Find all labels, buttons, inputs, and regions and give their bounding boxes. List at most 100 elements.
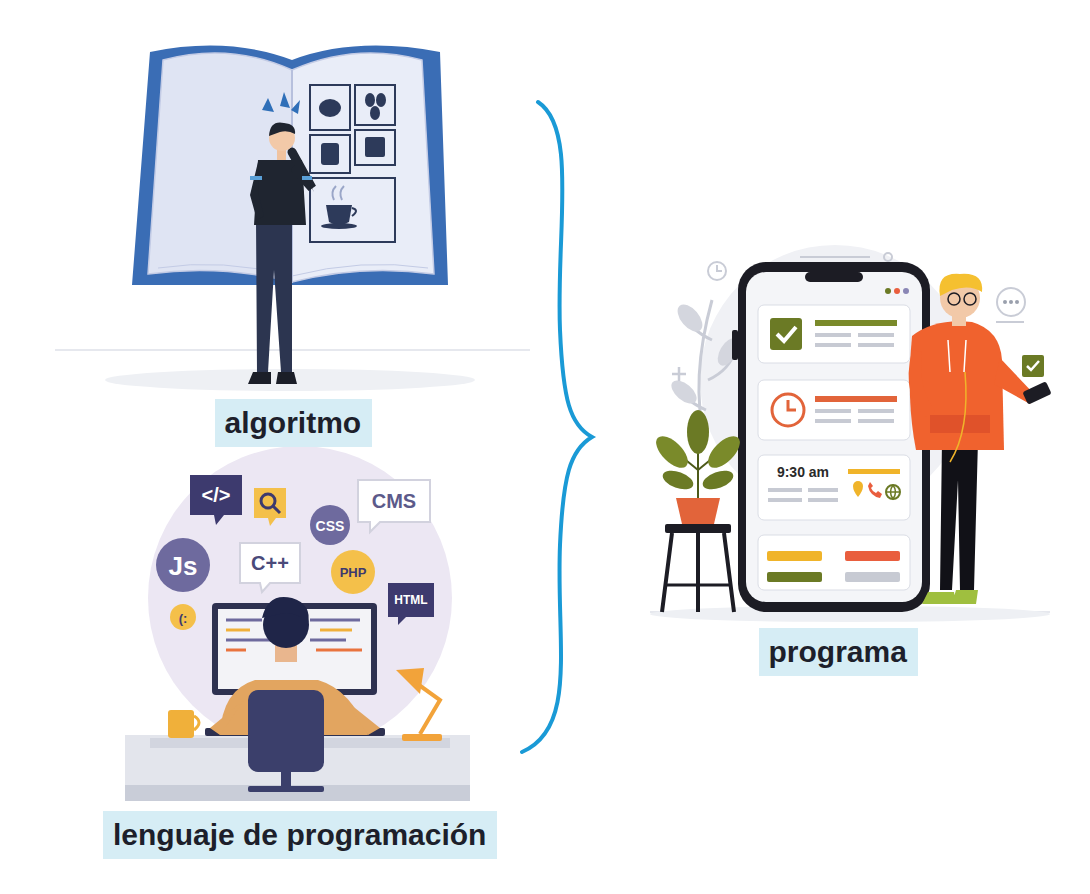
caption-box: algoritmo [215,399,372,447]
phone-user [939,274,982,296]
phone-illustration [667,376,700,408]
speech-bubbles [240,543,300,592]
speech-bubbles [273,506,280,513]
phone [758,305,910,363]
recipe-icons [326,205,352,225]
programmer-illustration [125,446,470,801]
phone-illustration [708,262,726,280]
phone-illustration [884,253,892,261]
phone [732,262,930,612]
phone-user [1027,361,1039,370]
icon-label: CMS [372,491,416,511]
phone-user [964,293,976,305]
phone [868,482,882,498]
icon-label: CSS [316,519,345,533]
phone [770,318,802,350]
thinking-man [250,162,264,220]
potted-plant [665,524,731,533]
recipe-icons [365,93,375,107]
caption-text: algoritmo [225,405,362,441]
phone [768,498,802,502]
phone [815,333,851,337]
phone [808,498,838,502]
speech-bubbles [388,583,434,625]
phone-user [909,274,1052,604]
book-illustration [55,46,530,391]
phone-illustration [673,300,707,336]
computer-desk [396,668,424,694]
phone-user [1003,300,1007,304]
phone-user [909,350,935,420]
computer-desk [226,619,262,622]
speech-bubbles [254,488,286,526]
phone [758,455,910,520]
phone [815,343,851,347]
phone [732,330,738,360]
recipe-panels [310,85,350,130]
phone-user [922,590,978,604]
caption-text: lenguaje de programación [113,817,487,853]
thinking-man [250,176,262,180]
potted-plant [700,467,736,493]
icon-label: 9:30 am [777,465,829,479]
speech-bubbles [358,480,430,532]
phone-user [950,372,966,462]
potted-plant [703,431,745,473]
programmer [248,690,324,772]
curly-brace [522,102,592,752]
phone-illustration [800,256,870,258]
phone-user [1009,300,1013,304]
icon-label: PHP [340,566,367,579]
icon-label: </> [202,485,231,505]
recipe-icons [319,99,341,117]
phone [815,396,897,402]
phone-user [948,340,966,372]
phone-user [1022,381,1051,405]
potted-plant [651,431,693,473]
speech-bubbles [190,475,242,525]
programmer [248,786,324,792]
thinking-man [256,220,292,372]
phone-user [910,321,1004,450]
phone [768,488,802,492]
book-illustration [292,264,428,276]
programmer [210,597,380,792]
potted-plant [676,498,720,524]
phone [845,551,900,561]
recipe-icons [376,93,386,107]
phone [767,551,822,561]
recipe-icons [321,143,339,165]
phone-user [1022,355,1044,377]
speech-bubbles [170,604,196,630]
recipe-panels [310,135,350,173]
recipe-icons [332,186,344,200]
phone [815,409,851,413]
programmer [262,597,309,624]
phone [758,380,910,440]
recipe-icons [319,93,386,229]
recipe-panels [355,130,395,165]
computer-desk [402,734,442,741]
phone [788,400,796,410]
computer-desk [320,629,352,632]
computer-desk [226,629,250,632]
phone [815,419,851,423]
programmer [281,770,291,788]
caption-box: lenguaje de programación [103,811,497,859]
thinking-man [302,176,312,180]
phone [853,481,863,497]
phone [777,327,796,341]
phone [805,272,863,282]
recipe-icons [365,137,385,157]
thinking-man [248,92,314,384]
phone [858,333,894,337]
phone [738,262,930,612]
phone-user [1015,300,1019,304]
phone [885,288,891,294]
phone [772,394,804,426]
thinking-man [248,372,297,384]
recipe-icons [321,223,357,229]
speech-bubbles [331,550,375,594]
thinking-man [269,123,295,136]
